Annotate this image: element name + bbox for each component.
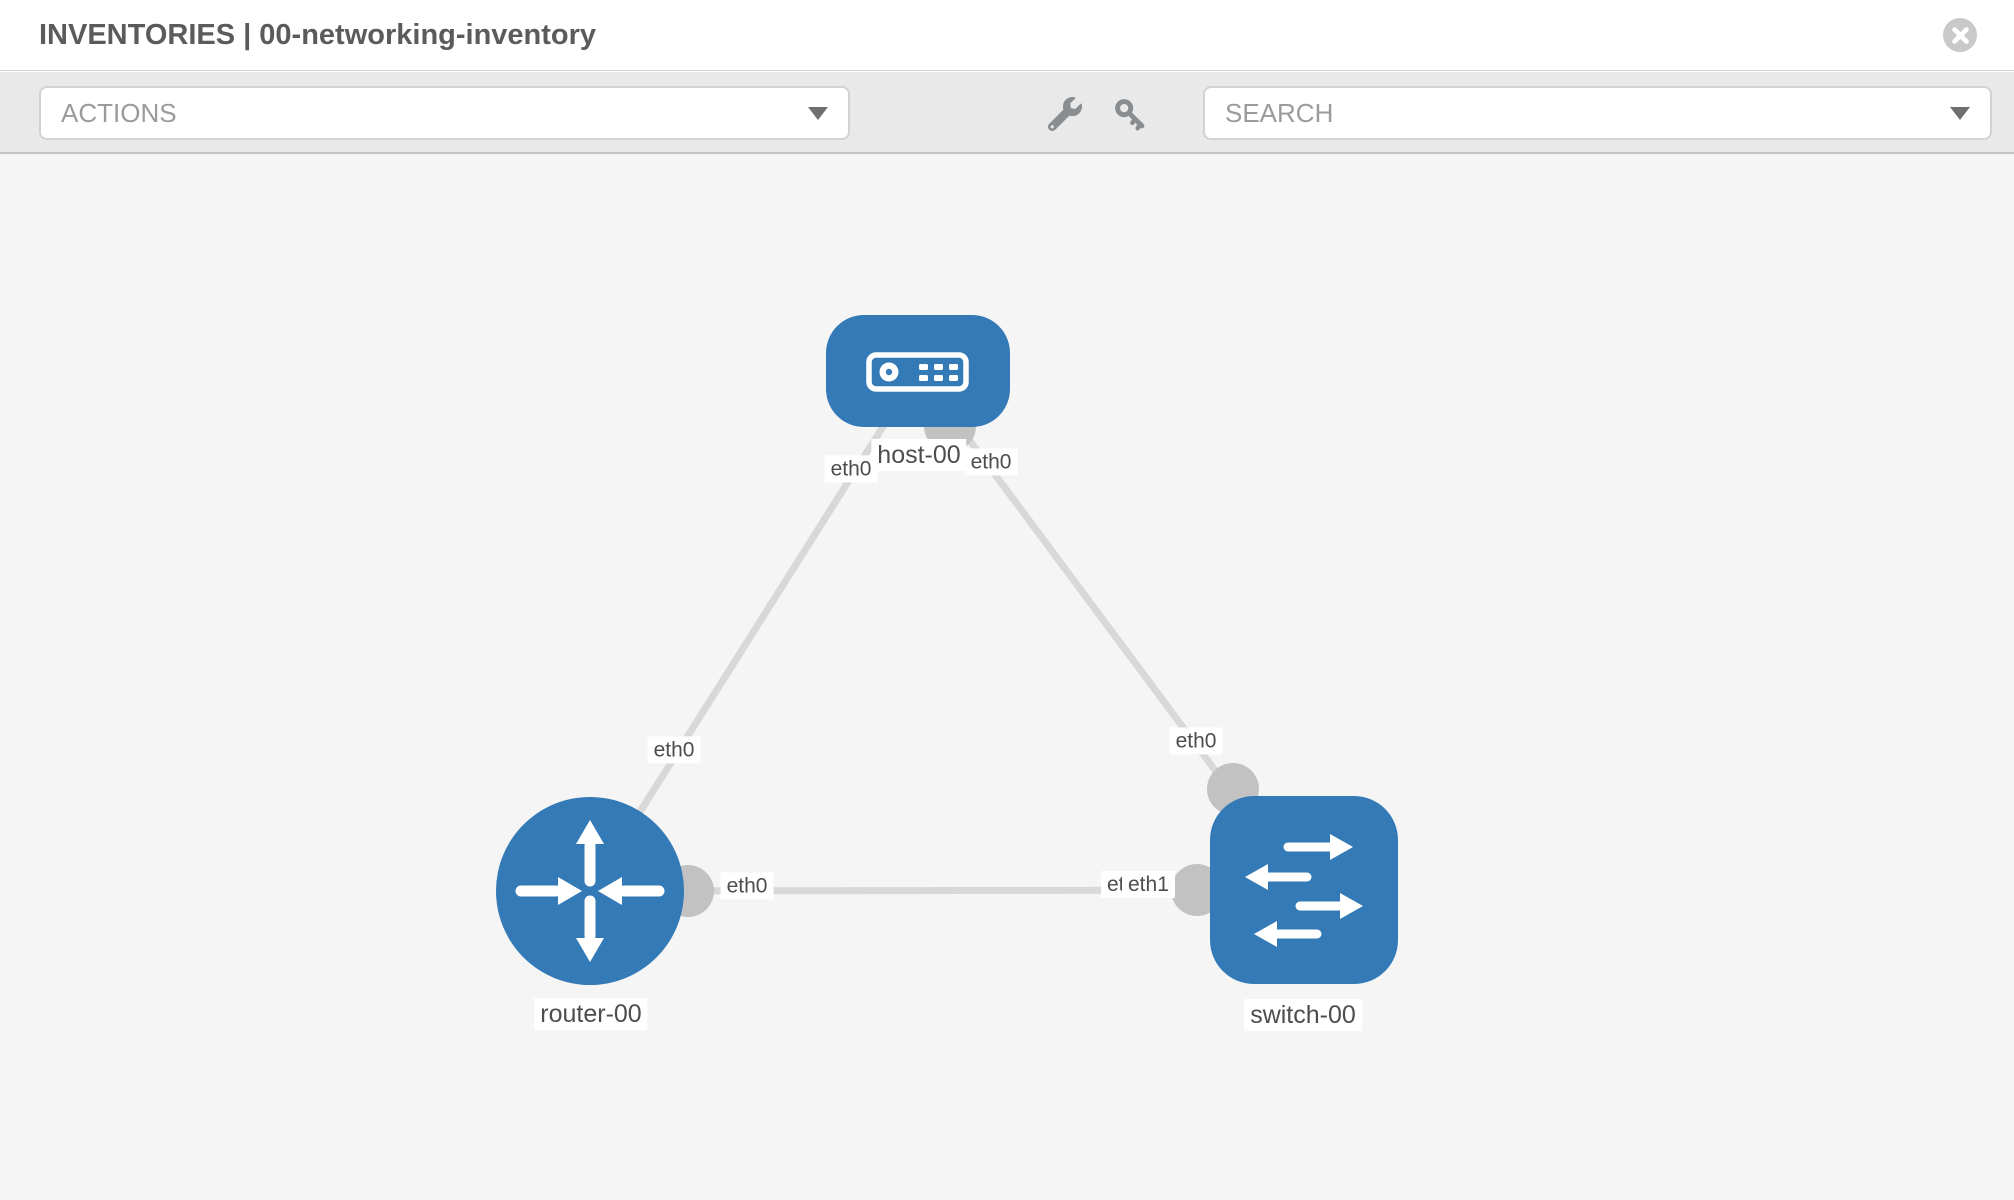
actions-dropdown-label: ACTIONS: [61, 97, 177, 128]
node-switch[interactable]: [1210, 796, 1398, 984]
header: INVENTORIES | 00-networking-inventory: [0, 0, 2014, 71]
close-icon: [1951, 26, 1969, 44]
host-node-shape[interactable]: [826, 315, 1010, 427]
toolbar: ACTIONS SEARCH: [0, 72, 2014, 154]
switch-node-shape[interactable]: [1210, 796, 1398, 984]
switch-icon: [1245, 834, 1363, 947]
host-node-label: host-00: [871, 439, 967, 471]
topology-canvas[interactable]: host-00 router-00 switch-00 eth0 eth0 et…: [0, 154, 2014, 1200]
switch-node-label: switch-00: [1244, 999, 1362, 1031]
interface-label-switch-link: eth0: [1169, 727, 1223, 755]
interface-label-host-right: eth0: [964, 448, 1018, 476]
tools-button[interactable]: [1047, 97, 1083, 133]
host-icon: [866, 352, 969, 392]
router-icon: [515, 820, 665, 962]
chevron-down-icon: [808, 106, 828, 120]
key-button[interactable]: [1112, 97, 1148, 133]
interface-label-router-right: eth0: [720, 872, 774, 900]
router-node-shape[interactable]: [496, 797, 684, 985]
page-title: INVENTORIES | 00-networking-inventory: [39, 18, 597, 51]
key-icon: [1115, 99, 1145, 131]
search-dropdown[interactable]: SEARCH: [1203, 86, 1992, 140]
node-host[interactable]: [826, 315, 1010, 427]
interface-label-host-left: eth0: [824, 455, 878, 483]
node-router[interactable]: [496, 797, 684, 985]
wrench-icon: [1047, 97, 1082, 132]
router-node-label: router-00: [534, 998, 648, 1030]
close-button[interactable]: [1943, 18, 1977, 52]
actions-dropdown[interactable]: ACTIONS: [39, 86, 850, 140]
chevron-down-icon: [1950, 106, 1970, 120]
interface-dots: [662, 400, 1259, 917]
interface-label-router-link: eth0: [647, 736, 701, 764]
interface-label-switch-eth1: eth1: [1122, 871, 1175, 899]
search-dropdown-label: SEARCH: [1225, 97, 1334, 128]
